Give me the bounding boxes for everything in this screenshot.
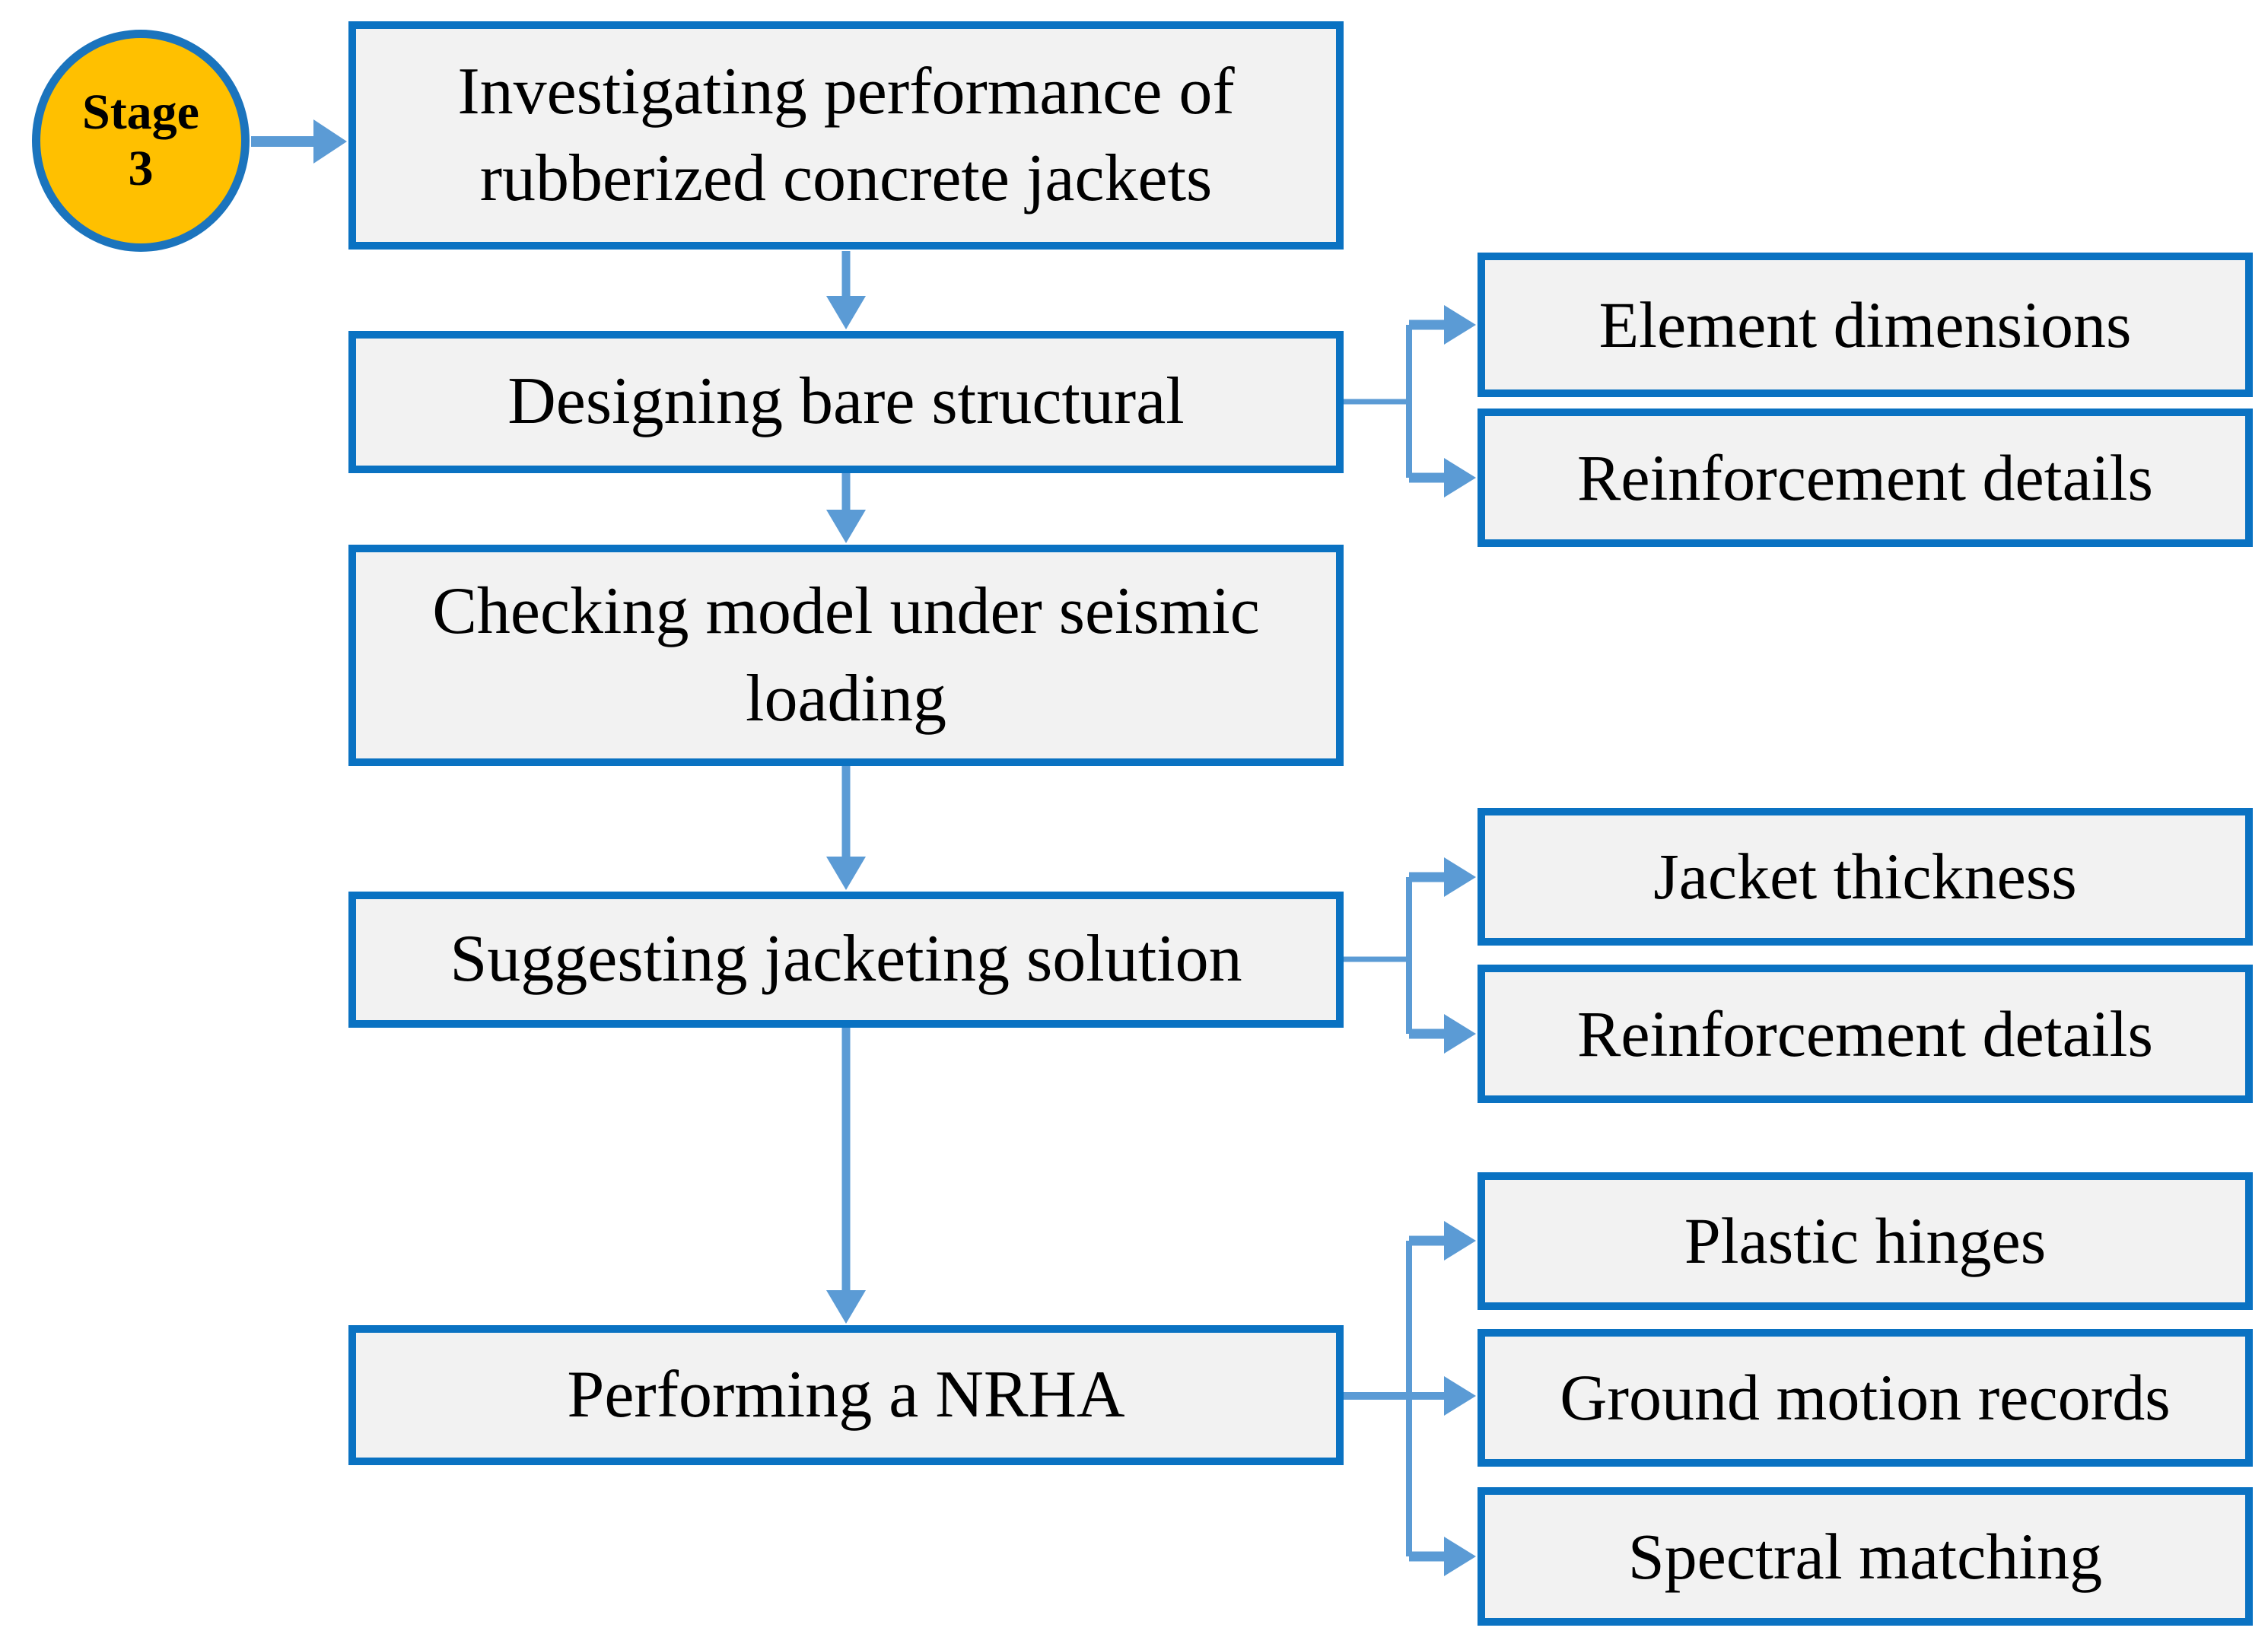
side-box-jacket-thickness: Jacket thickness (1478, 808, 2253, 946)
flow-box-performing-nrha: Performing a NRHA (348, 1325, 1344, 1465)
flow-box-checking-model-seismic: Checking model under seismic loading (348, 545, 1344, 766)
bracket-box5-outputs (1343, 1221, 1476, 1576)
arrow-box2-to-box3 (826, 473, 866, 543)
side-box-element-dimensions: Element dimensions (1478, 253, 2253, 397)
stage-badge: Stage 3 (32, 30, 250, 252)
side-box-reinforcement-details-2: Reinforcement details (1478, 965, 2253, 1103)
side-box-ground-motion-records: Ground motion records (1478, 1329, 2253, 1467)
flow-box-designing-bare-structural: Designing bare structural (348, 331, 1344, 473)
arrow-box3-to-box4 (826, 766, 866, 890)
arrow-box4-to-box5 (826, 1028, 866, 1324)
stage-badge-number: 3 (128, 141, 154, 196)
flow-box-investigating-performance: Investigating performance of rubberized … (348, 21, 1344, 250)
side-box-plastic-hinges: Plastic hinges (1478, 1172, 2253, 1310)
stage-badge-label: Stage (82, 84, 199, 141)
arrow-stage-to-box1 (251, 119, 347, 164)
side-box-reinforcement-details-1: Reinforcement details (1478, 409, 2253, 547)
bracket-box4-outputs (1343, 857, 1476, 1054)
arrow-box1-to-box2 (826, 251, 866, 329)
flow-box-suggesting-jacketing: Suggesting jacketing solution (348, 892, 1344, 1028)
bracket-box2-outputs (1343, 305, 1476, 498)
side-box-spectral-matching: Spectral matching (1478, 1487, 2253, 1626)
